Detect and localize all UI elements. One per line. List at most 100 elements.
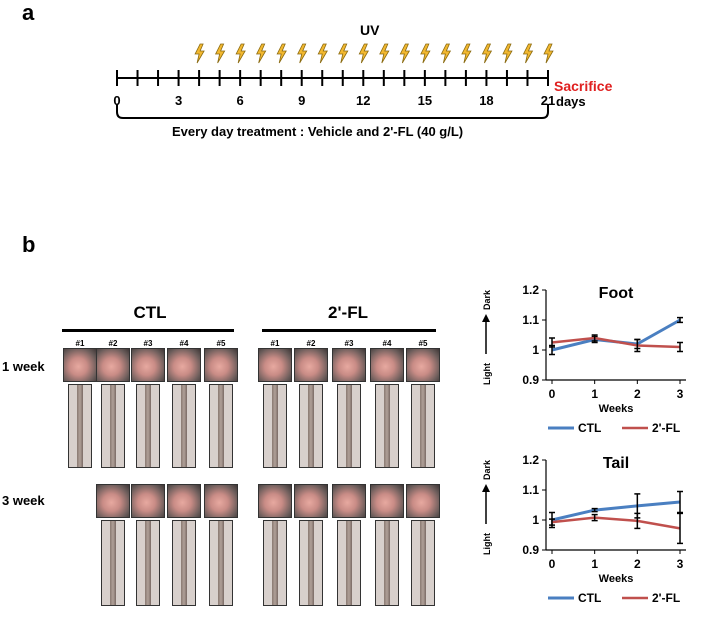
- lightning-bolt-icon: [317, 43, 328, 64]
- y-tick-label: 1.1: [522, 483, 539, 497]
- tail-photo-3week: [136, 520, 160, 606]
- y-tick-label: 1.2: [522, 283, 539, 297]
- timeline-tick-label: 21: [540, 93, 556, 108]
- lightning-bolt-icon: [543, 43, 554, 64]
- lightning-bolt-icon: [461, 43, 472, 64]
- foot-photo-3week: [258, 484, 292, 518]
- treatment-bracket: [116, 104, 549, 119]
- uv-label: UV: [360, 22, 380, 38]
- x-tick-label: 0: [549, 557, 556, 571]
- legend-label: CTL: [578, 591, 601, 605]
- foot-photo-1week: [332, 348, 366, 382]
- sample-label: #5: [216, 339, 226, 348]
- lightning-bolt-icon: [440, 43, 452, 64]
- lightning-bolt-icon: [522, 43, 534, 64]
- foot-photo-1week: [96, 348, 130, 382]
- x-tick-label: 0: [549, 387, 556, 401]
- lightning-bolt-icon: [358, 43, 369, 64]
- sample-label: #1: [270, 339, 280, 348]
- days-label: days: [556, 94, 586, 109]
- foot-photo-3week: [167, 484, 201, 518]
- y-tick-label: 1: [532, 343, 539, 357]
- tail-photo-3week: [209, 520, 233, 606]
- timeline-tick-label: 0: [113, 93, 121, 108]
- x-axis-label: Weeks: [599, 573, 634, 585]
- y-tick-label: 1.1: [522, 313, 539, 327]
- foot-photo-1week: [204, 348, 238, 382]
- foot-photo-3week: [370, 484, 404, 518]
- x-axis-label: Weeks: [599, 403, 634, 415]
- sample-label: #2: [108, 339, 118, 348]
- x-tick-label: 2: [634, 387, 641, 401]
- foot-photo-3week: [332, 484, 366, 518]
- series-line-1: [551, 516, 681, 530]
- tail-photo-1week: [136, 384, 160, 468]
- tail-photo-3week: [411, 520, 435, 606]
- dark-arrow-head: [482, 484, 490, 492]
- legend-label: 2'-FL: [652, 591, 680, 605]
- tail-photo-3week: [299, 520, 323, 606]
- timeline-tick-label: 18: [479, 93, 494, 108]
- foot-photo-1week: [167, 348, 201, 382]
- uv-bolt-group: [194, 43, 554, 64]
- lightning-bolt-icon: [420, 43, 431, 64]
- tail-photo-1week: [101, 384, 125, 468]
- tail-photo-3week: [263, 520, 287, 606]
- group-label-2fl: 2'-FL: [328, 303, 368, 322]
- group-bar-ctl: [62, 329, 234, 332]
- lightning-bolt-icon: [194, 43, 205, 64]
- tail-photo-1week: [209, 384, 233, 468]
- lightning-bolt-icon: [297, 43, 308, 64]
- timeline: [116, 43, 554, 119]
- lightning-bolt-icon: [276, 43, 287, 64]
- group-bar-2fl: [262, 329, 436, 332]
- foot-photo-1week: [63, 348, 97, 382]
- chart-title: Tail: [603, 455, 629, 472]
- sample-label: #4: [179, 339, 189, 348]
- foot-photo-3week: [406, 484, 440, 518]
- lightning-bolt-icon: [481, 43, 493, 64]
- tail-photo-1week: [263, 384, 287, 468]
- x-tick-label: 1: [591, 387, 598, 401]
- y-tick-label: 0.9: [522, 543, 539, 557]
- timeline-tick-label: 12: [356, 93, 371, 108]
- tail-photo-1week: [411, 384, 435, 468]
- foot-photo-1week: [258, 348, 292, 382]
- sample-label: #1: [75, 339, 85, 348]
- lightning-bolt-icon: [235, 43, 246, 64]
- panel-b-letter: b: [22, 232, 36, 257]
- tail-photo-1week: [299, 384, 323, 468]
- lightning-bolt-icon: [399, 43, 411, 64]
- tail-photo-1week: [337, 384, 361, 468]
- series-line-0: [551, 500, 681, 522]
- sample-label: #2: [306, 339, 316, 348]
- light-label: Light: [482, 363, 492, 385]
- treatment-label: Every day treatment : Vehicle and 2'-FL …: [172, 124, 464, 139]
- sample-label: #4: [382, 339, 392, 348]
- dark-arrow-head: [482, 314, 490, 322]
- foot-photo-3week: [96, 484, 130, 518]
- legend-label: CTL: [578, 421, 601, 435]
- dark-label: Dark: [482, 459, 492, 480]
- timeline-tick-label: 9: [298, 93, 306, 108]
- chart-title: Foot: [599, 285, 634, 302]
- y-tick-label: 0.9: [522, 373, 539, 387]
- x-tick-label: 1: [591, 557, 598, 571]
- x-tick-label: 2: [634, 557, 641, 571]
- lightning-bolt-icon: [214, 43, 226, 64]
- sample-label: #3: [344, 339, 354, 348]
- panel-a-letter: a: [22, 0, 35, 25]
- timeline-ticks: [116, 70, 549, 86]
- lightning-bolt-icon: [379, 43, 390, 64]
- foot-photo-3week: [294, 484, 328, 518]
- tail-photo-1week: [172, 384, 196, 468]
- foot-photo-3week: [131, 484, 165, 518]
- foot-photo-1week: [131, 348, 165, 382]
- timeline-tick-label: 15: [417, 93, 433, 108]
- timeline-tick-label: 6: [236, 93, 244, 108]
- row-label-1week: 1 week: [2, 359, 45, 374]
- tail-photo-3week: [375, 520, 399, 606]
